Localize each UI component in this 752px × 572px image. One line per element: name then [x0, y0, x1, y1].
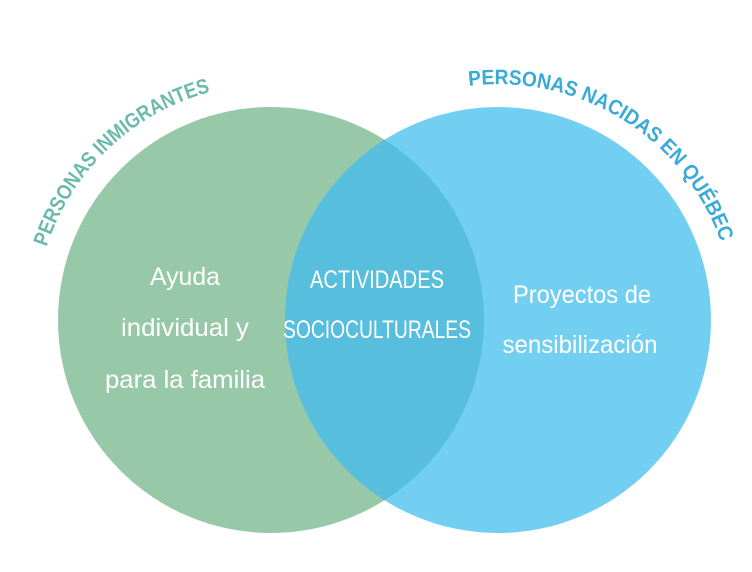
right-item-2: sensibilización [503, 331, 658, 359]
left-item-2: individual y [121, 314, 250, 342]
intersection-region [285, 107, 484, 533]
left-item-3: para la familia [105, 366, 265, 394]
intersection-item-2: SOCIOCULTURALES [283, 316, 471, 344]
right-item-1: Proyectos de [513, 281, 651, 309]
left-item-1: Ayuda [150, 263, 220, 291]
intersection-item-1: ACTIVIDADES [310, 266, 444, 294]
